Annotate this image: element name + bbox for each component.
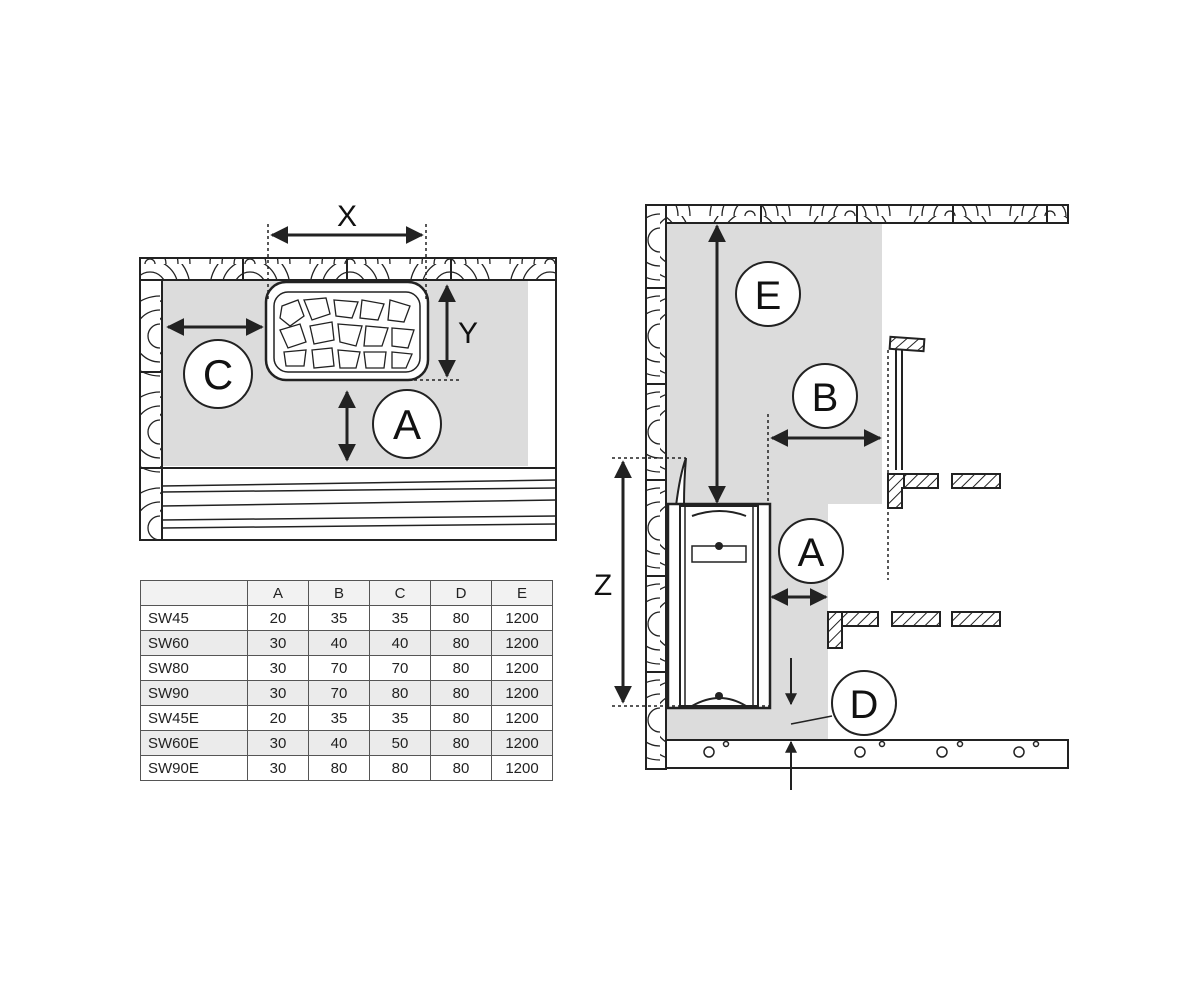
table-cell: 30 bbox=[247, 655, 309, 681]
side-view: E B A Z D bbox=[594, 204, 1069, 790]
clearance-d-badge bbox=[831, 670, 897, 736]
table-cell: 1200 bbox=[491, 755, 553, 781]
table-cell: 35 bbox=[369, 705, 431, 731]
table-row: SW45 20 35 35 80 1200 bbox=[140, 605, 553, 631]
table-cell: 20 bbox=[247, 705, 309, 731]
clearance-d-label: D bbox=[850, 683, 879, 727]
sauna-stones bbox=[279, 297, 415, 369]
upper-bench bbox=[887, 335, 1001, 509]
table-cell: 40 bbox=[308, 730, 370, 756]
heater-top bbox=[264, 280, 430, 382]
model-cell: SW45 bbox=[140, 605, 248, 631]
table-cell: 30 bbox=[247, 730, 309, 756]
table-cell: 80 bbox=[430, 755, 492, 781]
table-header-cell: A bbox=[247, 580, 309, 606]
table-cell: 40 bbox=[369, 630, 431, 656]
table-cell: 1200 bbox=[491, 630, 553, 656]
heater-side bbox=[666, 457, 772, 710]
table-header-cell bbox=[140, 580, 248, 606]
clearance-b-label: B bbox=[812, 376, 839, 420]
table-cell: 30 bbox=[247, 630, 309, 656]
model-cell: SW90E bbox=[140, 755, 248, 781]
clearance-e-label: E bbox=[755, 274, 782, 318]
model-cell: SW45E bbox=[140, 705, 248, 731]
model-cell: SW80 bbox=[140, 655, 248, 681]
clearance-b-badge bbox=[792, 363, 858, 429]
table-cell: 1200 bbox=[491, 730, 553, 756]
table-cell: 35 bbox=[308, 605, 370, 631]
clearance-a-badge-side bbox=[778, 518, 844, 584]
table-cell: 1200 bbox=[491, 680, 553, 706]
table-cell: 70 bbox=[308, 655, 370, 681]
clearance-c-badge bbox=[183, 339, 253, 409]
clearance-e-badge bbox=[735, 261, 801, 327]
table-row: SW80 30 70 70 80 1200 bbox=[140, 655, 553, 681]
table-header-cell: E bbox=[491, 580, 553, 606]
clearance-a-badge-top bbox=[372, 389, 442, 459]
side-wall bbox=[645, 204, 667, 770]
table-cell: 80 bbox=[430, 630, 492, 656]
table-header-cell: B bbox=[308, 580, 370, 606]
table-cell: 35 bbox=[308, 705, 370, 731]
clearance-a-label-top: A bbox=[393, 401, 421, 448]
clearance-c-label: C bbox=[203, 351, 233, 398]
table-cell: 30 bbox=[247, 680, 309, 706]
model-cell: SW60E bbox=[140, 730, 248, 756]
clearance-a-label-side: A bbox=[798, 531, 825, 575]
table-row: SW60E 30 40 50 80 1200 bbox=[140, 730, 553, 756]
table-cell: 1200 bbox=[491, 655, 553, 681]
table-cell: 1200 bbox=[491, 605, 553, 631]
table-row: SW60 30 40 40 80 1200 bbox=[140, 630, 553, 656]
left-wall bbox=[139, 279, 163, 541]
table-cell: 80 bbox=[430, 605, 492, 631]
table-row: SW45E 20 35 35 80 1200 bbox=[140, 705, 553, 731]
table-cell: 30 bbox=[247, 755, 309, 781]
clearance-table: A B C D E SW45 20 35 35 80 1200 SW60 30 … bbox=[140, 580, 553, 781]
table-cell: 80 bbox=[430, 705, 492, 731]
table-header-cell: D bbox=[430, 580, 492, 606]
table-row: SW90E 30 80 80 80 1200 bbox=[140, 755, 553, 781]
table-cell: 80 bbox=[369, 755, 431, 781]
ceiling bbox=[665, 204, 1069, 224]
table-header-cell: C bbox=[369, 580, 431, 606]
table-cell: 1200 bbox=[491, 705, 553, 731]
dimension-x-label: X bbox=[337, 200, 357, 233]
table-cell: 80 bbox=[369, 680, 431, 706]
table-cell: 80 bbox=[308, 755, 370, 781]
table-cell: 80 bbox=[430, 655, 492, 681]
table-cell: 35 bbox=[369, 605, 431, 631]
table-cell: 50 bbox=[369, 730, 431, 756]
table-cell: 40 bbox=[308, 630, 370, 656]
table-cell: 70 bbox=[369, 655, 431, 681]
table-row: SW90 30 70 80 80 1200 bbox=[140, 680, 553, 706]
table-header-row: A B C D E bbox=[140, 580, 553, 606]
dimension-y-label: Y bbox=[458, 317, 478, 350]
lower-bench bbox=[827, 611, 1001, 649]
model-cell: SW60 bbox=[140, 630, 248, 656]
table-cell: 70 bbox=[308, 680, 370, 706]
floor-holes bbox=[703, 740, 1040, 758]
floor bbox=[665, 739, 1069, 769]
model-cell: SW90 bbox=[140, 680, 248, 706]
table-cell: 20 bbox=[247, 605, 309, 631]
table-cell: 80 bbox=[430, 730, 492, 756]
table-cell: 80 bbox=[430, 680, 492, 706]
dimension-z-label: Z bbox=[594, 569, 612, 602]
top-view: X Y C A bbox=[139, 200, 557, 541]
bench-planks bbox=[161, 467, 557, 541]
